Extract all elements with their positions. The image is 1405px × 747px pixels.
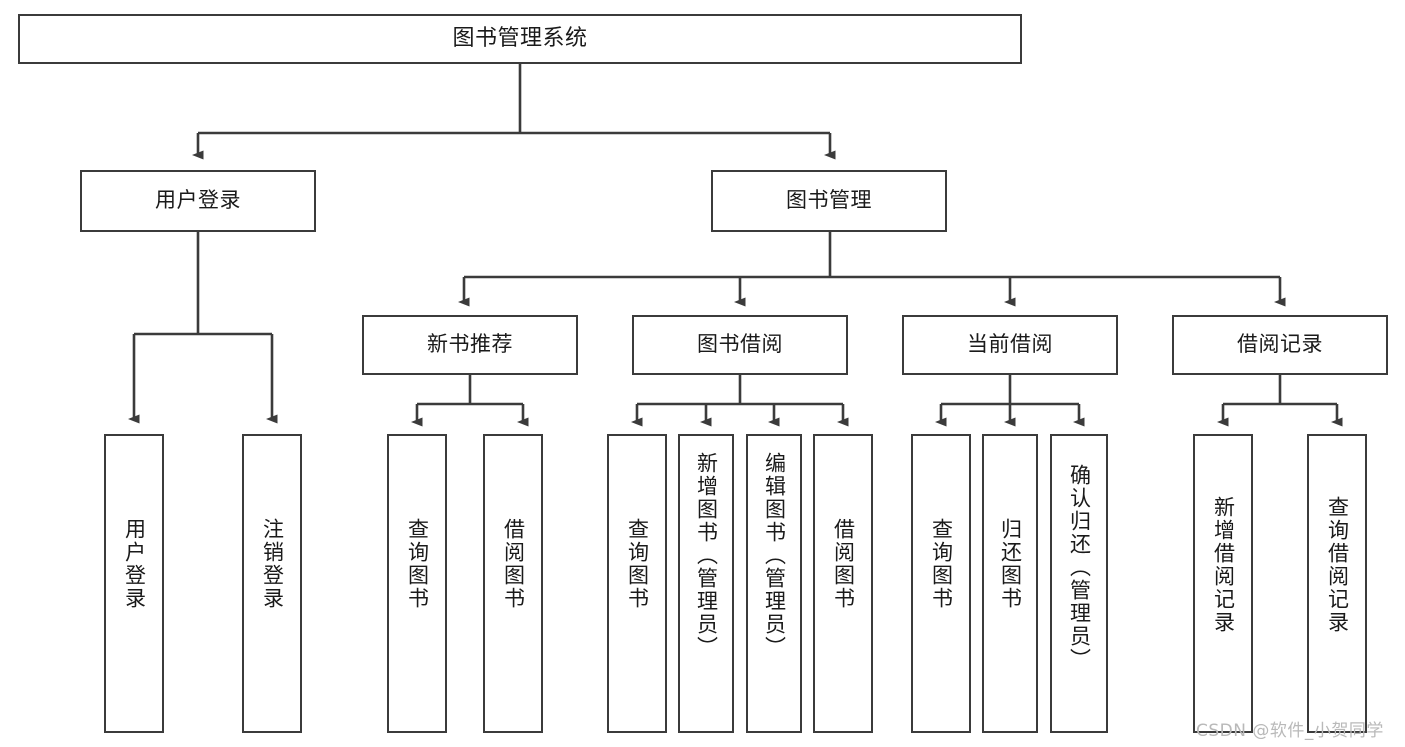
node-borrow-record[interactable]: 借阅记录: [1172, 315, 1388, 375]
node-label: 用户登录: [122, 518, 147, 610]
node-root-system[interactable]: 图书管理系统: [18, 14, 1022, 64]
node-leaf-edit-book[interactable]: 编辑图书（管理员）: [746, 434, 802, 733]
node-book-management[interactable]: 图书管理: [711, 170, 947, 232]
node-book-borrow[interactable]: 图书借阅: [632, 315, 848, 375]
node-label: 新增图书（管理员）: [694, 452, 719, 659]
node-label: 新增借阅记录: [1211, 496, 1236, 634]
node-leaf-query-record[interactable]: 查询借阅记录: [1307, 434, 1367, 733]
node-label: 确认归还（管理员）: [1067, 464, 1092, 671]
node-leaf-user-logout[interactable]: 注销登录: [242, 434, 302, 733]
node-leaf-query-books-1[interactable]: 查询图书: [387, 434, 447, 733]
node-leaf-user-login[interactable]: 用户登录: [104, 434, 164, 733]
node-label: 当前借阅: [967, 332, 1053, 357]
node-label: 借阅图书: [501, 518, 526, 610]
node-leaf-borrow-books-2[interactable]: 借阅图书: [813, 434, 873, 733]
node-label: 借阅记录: [1237, 332, 1323, 357]
node-leaf-confirm-return[interactable]: 确认归还（管理员）: [1050, 434, 1108, 733]
node-label: 图书管理系统: [452, 25, 588, 51]
node-leaf-return-books[interactable]: 归还图书: [982, 434, 1038, 733]
node-label: 查询图书: [929, 518, 954, 610]
node-label: 归还图书: [998, 518, 1023, 610]
node-leaf-query-books-2[interactable]: 查询图书: [607, 434, 667, 733]
csdn-watermark: CSDN @软件_小贺同学: [1196, 721, 1384, 741]
node-label: 查询借阅记录: [1325, 496, 1350, 634]
node-current-borrow[interactable]: 当前借阅: [902, 315, 1118, 375]
node-label: 图书借阅: [697, 332, 783, 357]
node-label: 注销登录: [260, 518, 285, 610]
node-new-book-recommend[interactable]: 新书推荐: [362, 315, 578, 375]
node-leaf-query-books-3[interactable]: 查询图书: [911, 434, 971, 733]
node-label: 借阅图书: [831, 518, 856, 610]
node-label: 编辑图书（管理员）: [762, 452, 787, 659]
node-label: 用户登录: [155, 188, 241, 213]
node-user-login[interactable]: 用户登录: [80, 170, 316, 232]
node-label: 图书管理: [786, 188, 872, 213]
node-leaf-add-book[interactable]: 新增图书（管理员）: [678, 434, 734, 733]
node-label: 查询图书: [405, 518, 430, 610]
node-label: 新书推荐: [427, 332, 513, 357]
node-label: 查询图书: [625, 518, 650, 610]
node-leaf-add-record[interactable]: 新增借阅记录: [1193, 434, 1253, 733]
node-leaf-borrow-books-1[interactable]: 借阅图书: [483, 434, 543, 733]
